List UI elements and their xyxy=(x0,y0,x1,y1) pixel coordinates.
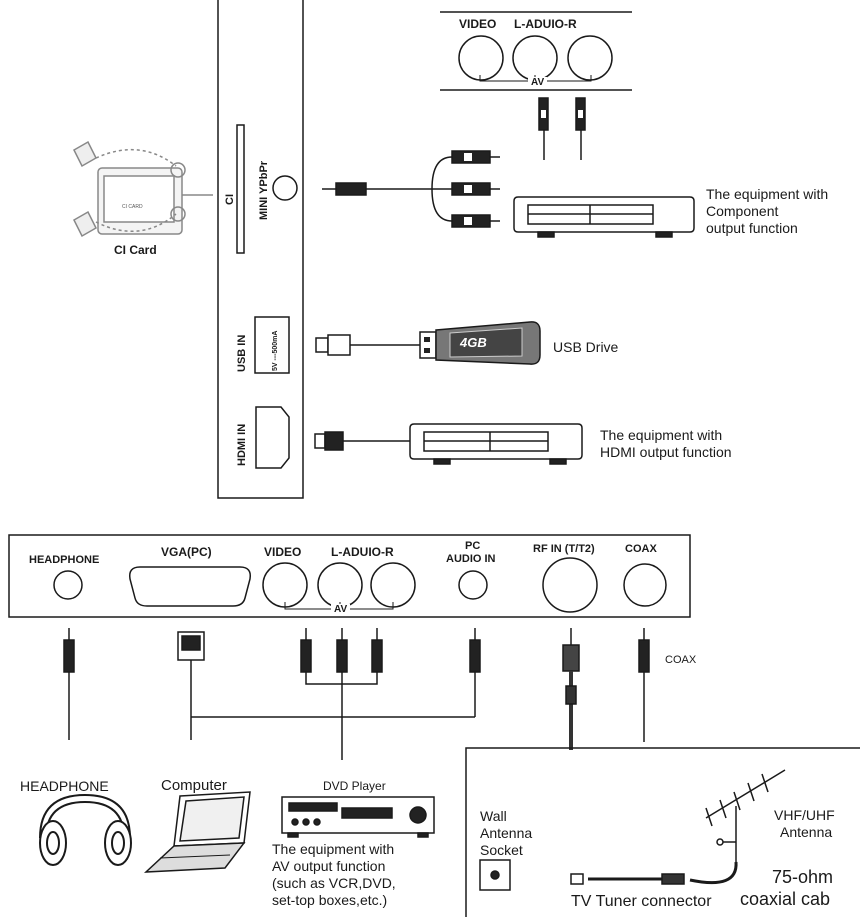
hdmi-line1: The equipment with xyxy=(600,427,723,443)
ohm-line1: 75-ohm xyxy=(772,867,834,887)
component-cable xyxy=(322,150,500,228)
wall-socket-line2: Antenna xyxy=(480,825,533,841)
dvd-line3: (such as VCR,DVD, xyxy=(272,875,396,891)
computer-label: Computer xyxy=(161,777,227,794)
top-av-plugs xyxy=(538,97,586,160)
bottom-audio-label: L-ADUIO-R xyxy=(331,545,394,559)
vhf-uhf-line1: VHF/UHF xyxy=(774,807,835,823)
laptop-icon xyxy=(143,791,251,873)
wall-socket-line1: Wall xyxy=(480,808,507,824)
component-device xyxy=(513,196,695,238)
coax-cable-label: COAX xyxy=(665,654,697,666)
hdmi-line2: HDMI output function xyxy=(600,444,732,460)
bottom-cables xyxy=(63,628,650,760)
dvd-line1: The equipment with xyxy=(272,841,395,857)
usb-drive xyxy=(435,321,541,365)
bottom-headphone-label: HEADPHONE xyxy=(29,554,100,566)
bottom-video-label: VIDEO xyxy=(264,545,302,559)
component-line3: output function xyxy=(706,220,798,236)
hdmi-device xyxy=(409,423,583,465)
usb-capacity-label: 4GB xyxy=(460,335,487,350)
ci-slot-label: CI xyxy=(224,194,236,205)
usb-drive-label: USB Drive xyxy=(553,339,619,355)
dvd-line4: set-top boxes,etc.) xyxy=(272,892,388,908)
dvd-player-icon xyxy=(281,796,435,838)
dvd-line2: AV output function xyxy=(272,858,386,874)
hdmi-in-label: HDMI IN xyxy=(236,423,248,466)
usb-rating-label: 5V ---500mA xyxy=(272,330,279,371)
hdmi-cable xyxy=(314,431,412,451)
antenna-box xyxy=(465,747,860,917)
tuner-connector-label: TV Tuner connector xyxy=(571,893,712,910)
pc-audio-label-1: PC xyxy=(465,540,481,552)
usb-in-label: USB IN xyxy=(236,334,248,372)
component-line1: The equipment with xyxy=(706,186,829,202)
mini-ypbpr-label: MINI YPbPr xyxy=(258,160,270,220)
coax-port-label: COAX xyxy=(625,543,657,555)
bottom-av-label: AV xyxy=(331,604,351,615)
dvd-title: DVD Player xyxy=(323,779,386,793)
side-panel xyxy=(217,0,304,499)
vhf-uhf-line2: Antenna xyxy=(780,824,833,840)
top-audio-label: L-ADUIO-R xyxy=(514,17,577,31)
ohm-line2: coaxial cab xyxy=(740,889,831,909)
wall-socket-line3: Socket xyxy=(480,842,523,858)
top-video-label: VIDEO xyxy=(459,17,497,31)
usb-cable xyxy=(315,331,437,359)
headphones-icon xyxy=(39,793,132,866)
ci-card-label: CI Card xyxy=(114,243,157,257)
component-line2: Component xyxy=(706,203,779,219)
pc-audio-label-2: AUDIO IN xyxy=(446,553,496,565)
vga-label: VGA(PC) xyxy=(161,545,212,559)
top-av-label: AV xyxy=(528,77,548,88)
headphone-device-label: HEADPHONE xyxy=(20,778,109,794)
ci-card-text: CI CARD xyxy=(122,204,143,210)
rf-in-label: RF IN (T/T2) xyxy=(533,543,595,555)
ci-card-illustration xyxy=(73,140,213,238)
